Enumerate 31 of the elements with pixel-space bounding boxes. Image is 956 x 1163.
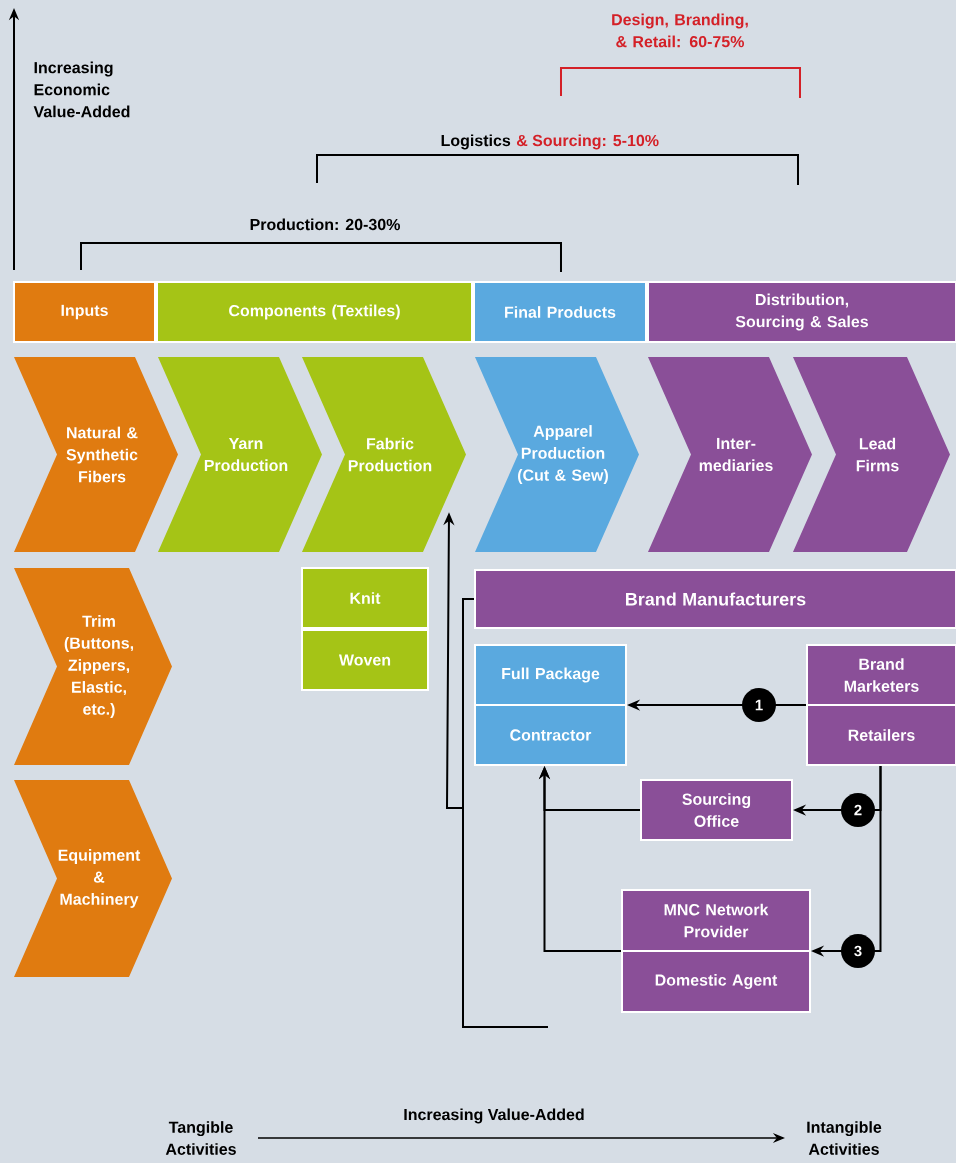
chevron-step: Inter-mediaries bbox=[648, 357, 812, 552]
label-text: & Sourcing: 5-10% bbox=[516, 134, 659, 150]
header-band: Distribution, Sourcing & Sales bbox=[647, 281, 956, 343]
process-box: Sourcing Office bbox=[640, 779, 793, 841]
chevron-step: Natural & Synthetic Fibers bbox=[14, 357, 178, 552]
process-box: Knit bbox=[301, 567, 429, 629]
label-text: Design, Branding, & Retail: 60-75% bbox=[612, 13, 748, 48]
process-box: Brand Manufacturers bbox=[474, 569, 956, 629]
label-text: Increasing Economic Value-Added bbox=[33, 61, 130, 118]
chevron-step: Equipment & Machinery bbox=[14, 780, 172, 977]
split-box: MNC Network Provider Domestic Agent bbox=[621, 889, 811, 1013]
label-text: Production: 20-30% bbox=[250, 218, 400, 231]
process-box: Woven bbox=[301, 629, 429, 691]
label-text: Increasing Value-Added bbox=[404, 1108, 584, 1124]
step-number: 3 bbox=[841, 934, 875, 968]
chevron-step: Yarn Production bbox=[158, 357, 322, 552]
connector-line bbox=[462, 598, 549, 1028]
chevron-step: Trim (Buttons, Zippers, Elastic, etc.) bbox=[14, 568, 172, 765]
label-text: Intangible Activities bbox=[807, 1121, 882, 1155]
chevron-step: Lead Firms bbox=[793, 357, 950, 552]
label-text: Tangible Activities bbox=[165, 1121, 236, 1155]
step-number: 2 bbox=[841, 793, 875, 827]
split-box: Full Package Contractor bbox=[474, 644, 627, 766]
chevron-step: Fabric Production bbox=[302, 357, 466, 552]
header-band: Inputs bbox=[13, 281, 156, 343]
header-band: Components (Textiles) bbox=[156, 281, 473, 343]
header-band: Final Products bbox=[473, 281, 647, 343]
step-number: 1 bbox=[742, 688, 776, 722]
label-text: Logistics bbox=[441, 134, 511, 150]
chevron-step: Apparel Production (Cut & Sew) bbox=[475, 357, 639, 552]
split-box: Brand Marketers Retailers bbox=[806, 644, 956, 766]
